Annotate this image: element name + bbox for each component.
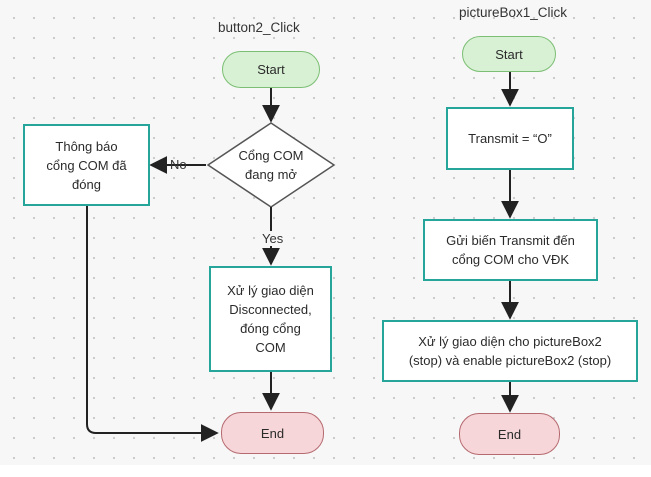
bottom-strip xyxy=(0,465,651,477)
diagram-canvas: button2_Click pictureBox1_Click Start Cổ… xyxy=(0,0,651,465)
yes-label: Yes xyxy=(260,231,286,246)
left-flow-title: button2_Click xyxy=(218,20,300,35)
edge-notify-to-end xyxy=(86,206,219,442)
left-start-node: Start xyxy=(222,51,320,88)
right-start-node: Start xyxy=(462,36,556,72)
no-label: No xyxy=(170,157,187,172)
disconnect-process-node: Xử lý giao diện Disconnected, đóng cổng … xyxy=(209,266,332,372)
transmit-assign-node: Transmit = “O” xyxy=(446,107,574,170)
notify-closed-node: Thông báo cổng COM đã đóng xyxy=(23,124,150,206)
right-flow-title: pictureBox1_Click xyxy=(459,5,568,20)
left-end-node: End xyxy=(221,412,324,454)
picturebox-process-node: Xử lý giao diện cho pictureBox2 (stop) v… xyxy=(382,320,638,382)
decision-label: Cổng COM đang mở xyxy=(238,148,304,182)
send-transmit-node: Gửi biến Transmit đến cổng COM cho VĐK xyxy=(423,219,598,281)
right-end-node: End xyxy=(459,413,560,455)
